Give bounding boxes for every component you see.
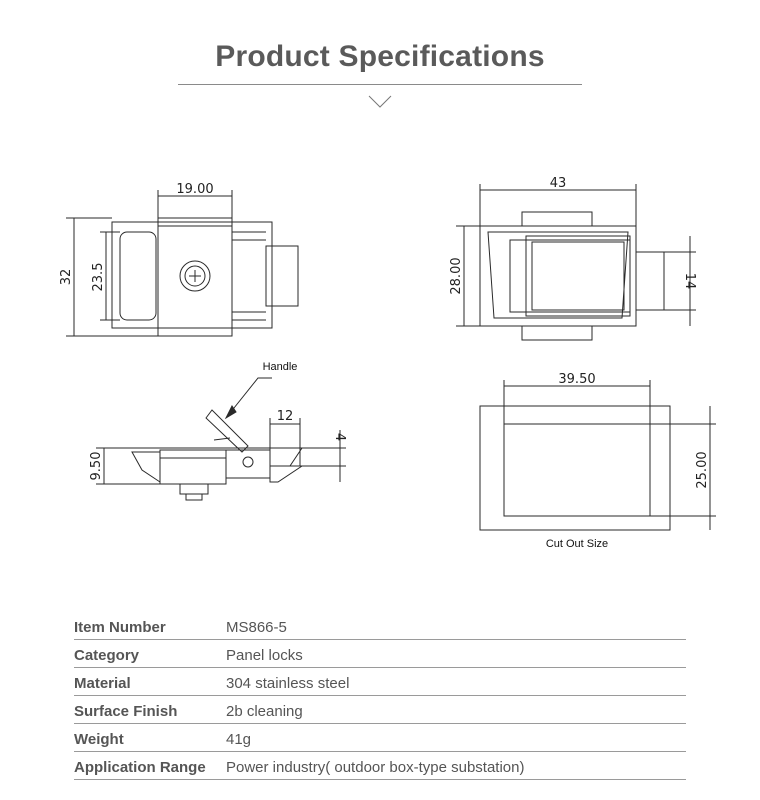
spec-row-surface-finish: Surface Finish 2b cleaning [74, 696, 686, 724]
top-view-drawing [66, 190, 299, 337]
spec-row-material: Material 304 stainless steel [74, 668, 686, 696]
dim-side-depth: 4 [332, 433, 347, 441]
spec-row-category: Category Panel locks [74, 640, 686, 668]
spec-value: MS866-5 [226, 619, 287, 636]
dim-front-width: 43 [550, 176, 567, 191]
dim-side-length: 12 [277, 409, 294, 424]
spec-value: 2b cleaning [226, 703, 303, 720]
title-divider [178, 84, 582, 85]
front-view-drawing [456, 184, 696, 341]
spec-row-application-range: Application Range Power industry( outdoo… [74, 752, 686, 780]
spec-table: Item Number MS866-5 Category Panel locks… [74, 612, 686, 780]
dim-cutout-width: 39.50 [558, 372, 595, 387]
spec-label: Weight [74, 731, 124, 748]
spec-label: Surface Finish [74, 703, 178, 720]
dim-top-height-outer: 32 [59, 269, 74, 286]
cutout-view-drawing [479, 380, 716, 531]
dim-front-height: 28.00 [449, 257, 464, 294]
spec-label: Material [74, 675, 131, 692]
cutout-caption: Cut Out Size [546, 538, 608, 550]
spec-value: Power industry( outdoor box-type substat… [226, 759, 525, 776]
technical-drawings: 19.00 32 23.5 43 28.00 14 Handle 12 4 9.… [59, 176, 716, 550]
spec-label: Item Number [74, 619, 166, 636]
dim-side-height: 9.50 [89, 452, 104, 481]
dim-cutout-height: 25.00 [695, 451, 710, 488]
dim-top-height-inner: 23.5 [91, 263, 106, 292]
spec-row-weight: Weight 41g [74, 724, 686, 752]
spec-value: Panel locks [226, 647, 303, 664]
chevron-down-icon [368, 95, 392, 108]
dim-front-tab: 14 [682, 273, 697, 290]
spec-value: 304 stainless steel [226, 675, 350, 692]
spec-label: Application Range [74, 759, 206, 776]
spec-row-item-number: Item Number MS866-5 [74, 612, 686, 640]
side-view-drawing [96, 377, 346, 501]
handle-label: Handle [263, 361, 298, 373]
spec-label: Category [74, 647, 140, 664]
spec-value: 41g [226, 731, 252, 748]
dim-top-width: 19.00 [176, 182, 213, 197]
page-title: Product Specifications [215, 40, 545, 73]
